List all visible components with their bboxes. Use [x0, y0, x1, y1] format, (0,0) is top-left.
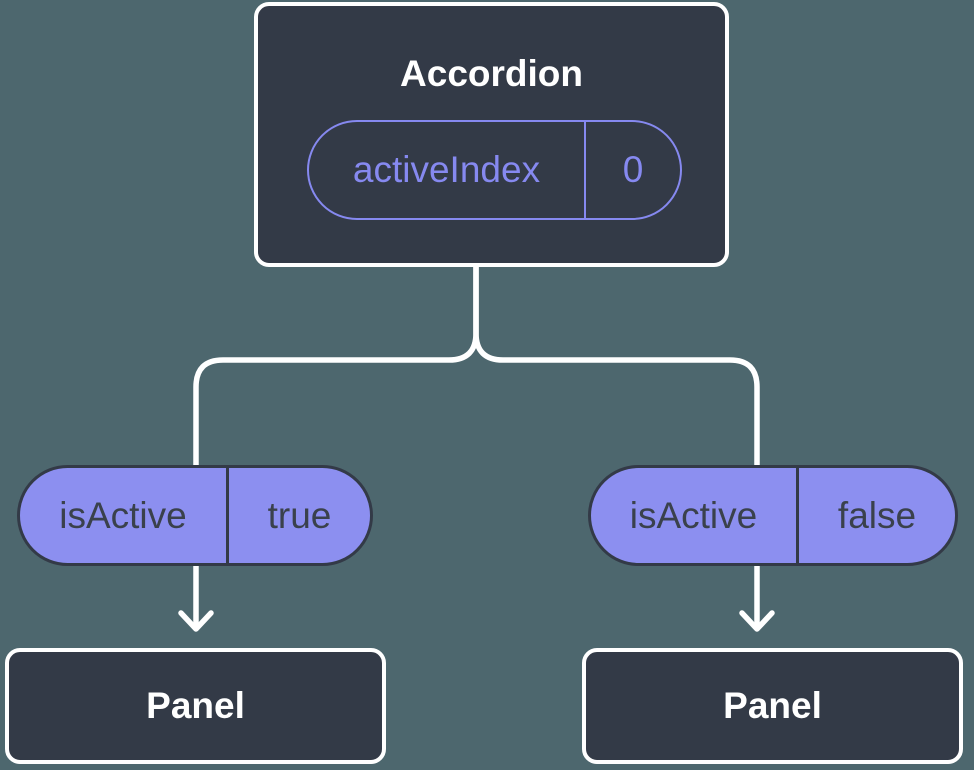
accordion-node: Accordion activeIndex 0 — [254, 2, 729, 267]
panel-node-right: Panel — [582, 648, 963, 764]
prop-value-active-index: 0 — [584, 122, 680, 218]
connector-root-to-right-pill — [473, 267, 760, 465]
arrow-down-right-icon — [739, 610, 775, 632]
prop-name-active-index: activeIndex — [352, 149, 541, 190]
is-active-false-pill: isActive false — [588, 465, 958, 566]
connector-root-to-left-pill — [193, 267, 479, 465]
active-index-prop-pill: activeIndex 0 — [307, 120, 682, 220]
panel-node-left: Panel — [5, 648, 386, 764]
prop-value-is-active-right: false — [796, 468, 955, 563]
arrow-down-left-icon — [178, 610, 214, 632]
prop-name-is-active-right: isActive — [629, 494, 758, 536]
prop-name-is-active-left: isActive — [59, 494, 187, 536]
prop-value-is-active-left: true — [226, 468, 370, 563]
accordion-node-title: Accordion — [400, 53, 583, 94]
is-active-true-pill: isActive true — [17, 465, 373, 566]
